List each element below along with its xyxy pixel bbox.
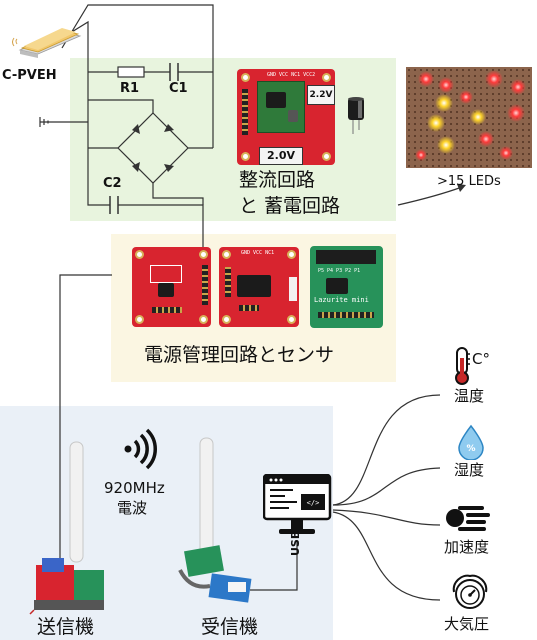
vibration-energy-harvester-icon bbox=[12, 24, 82, 64]
board-voltage-note-2: 2.2V bbox=[307, 85, 335, 105]
power-sensor-label: 電源管理回路とセンサ bbox=[144, 344, 335, 366]
computer-code-icon: </> bbox=[262, 473, 333, 542]
rectifier-storage-panel bbox=[70, 58, 396, 221]
sensor-board: P5 P4 P3 P2 P1 Lazurite mini bbox=[310, 246, 383, 328]
humidity-drop-icon: % bbox=[456, 424, 486, 461]
harvester-label: C-PVEH bbox=[2, 68, 57, 83]
transmitter-device bbox=[28, 430, 108, 615]
frequency-label: 920MHz bbox=[104, 479, 165, 497]
capacitor-icon bbox=[346, 96, 366, 136]
svg-text:</>: </> bbox=[307, 499, 320, 507]
temperature-label: 温度 bbox=[454, 387, 485, 405]
receiver-device bbox=[170, 430, 270, 615]
rectifier-label-line2: と 蓄電回路 bbox=[239, 195, 341, 217]
humidity-label: 湿度 bbox=[454, 461, 485, 479]
rectifier-board: GND VCC NC1 VCC2 2.2V 2.0V bbox=[237, 69, 335, 165]
wireless-signal-icon bbox=[120, 428, 160, 470]
temperature-unit: C° bbox=[472, 350, 490, 368]
c1-label: C1 bbox=[169, 81, 188, 96]
sensor-board-label: Lazurite mini bbox=[314, 296, 369, 304]
led-array-photo bbox=[406, 67, 532, 168]
radio-wave-label: 電波 bbox=[117, 499, 148, 517]
power-board-1 bbox=[132, 247, 211, 327]
receiver-label: 受信機 bbox=[201, 616, 259, 638]
acceleration-label: 加速度 bbox=[444, 538, 490, 556]
usb-label: USB bbox=[289, 530, 302, 556]
transmitter-label: 送信機 bbox=[37, 616, 95, 638]
board-voltage-note: 2.0V bbox=[259, 147, 303, 165]
pressure-label: 大気圧 bbox=[444, 615, 490, 633]
acceleration-icon bbox=[444, 502, 492, 534]
c2-label: C2 bbox=[103, 176, 122, 191]
leds-label: >15 LEDs bbox=[437, 174, 501, 189]
barometer-gauge-icon bbox=[450, 574, 490, 614]
rectifier-label-line1: 整流回路 bbox=[239, 169, 316, 191]
humidity-unit: % bbox=[466, 444, 475, 454]
power-board-2: GND VCC NC1 bbox=[219, 247, 299, 327]
r1-label: R1 bbox=[120, 81, 140, 96]
thermometer-icon bbox=[451, 346, 491, 386]
